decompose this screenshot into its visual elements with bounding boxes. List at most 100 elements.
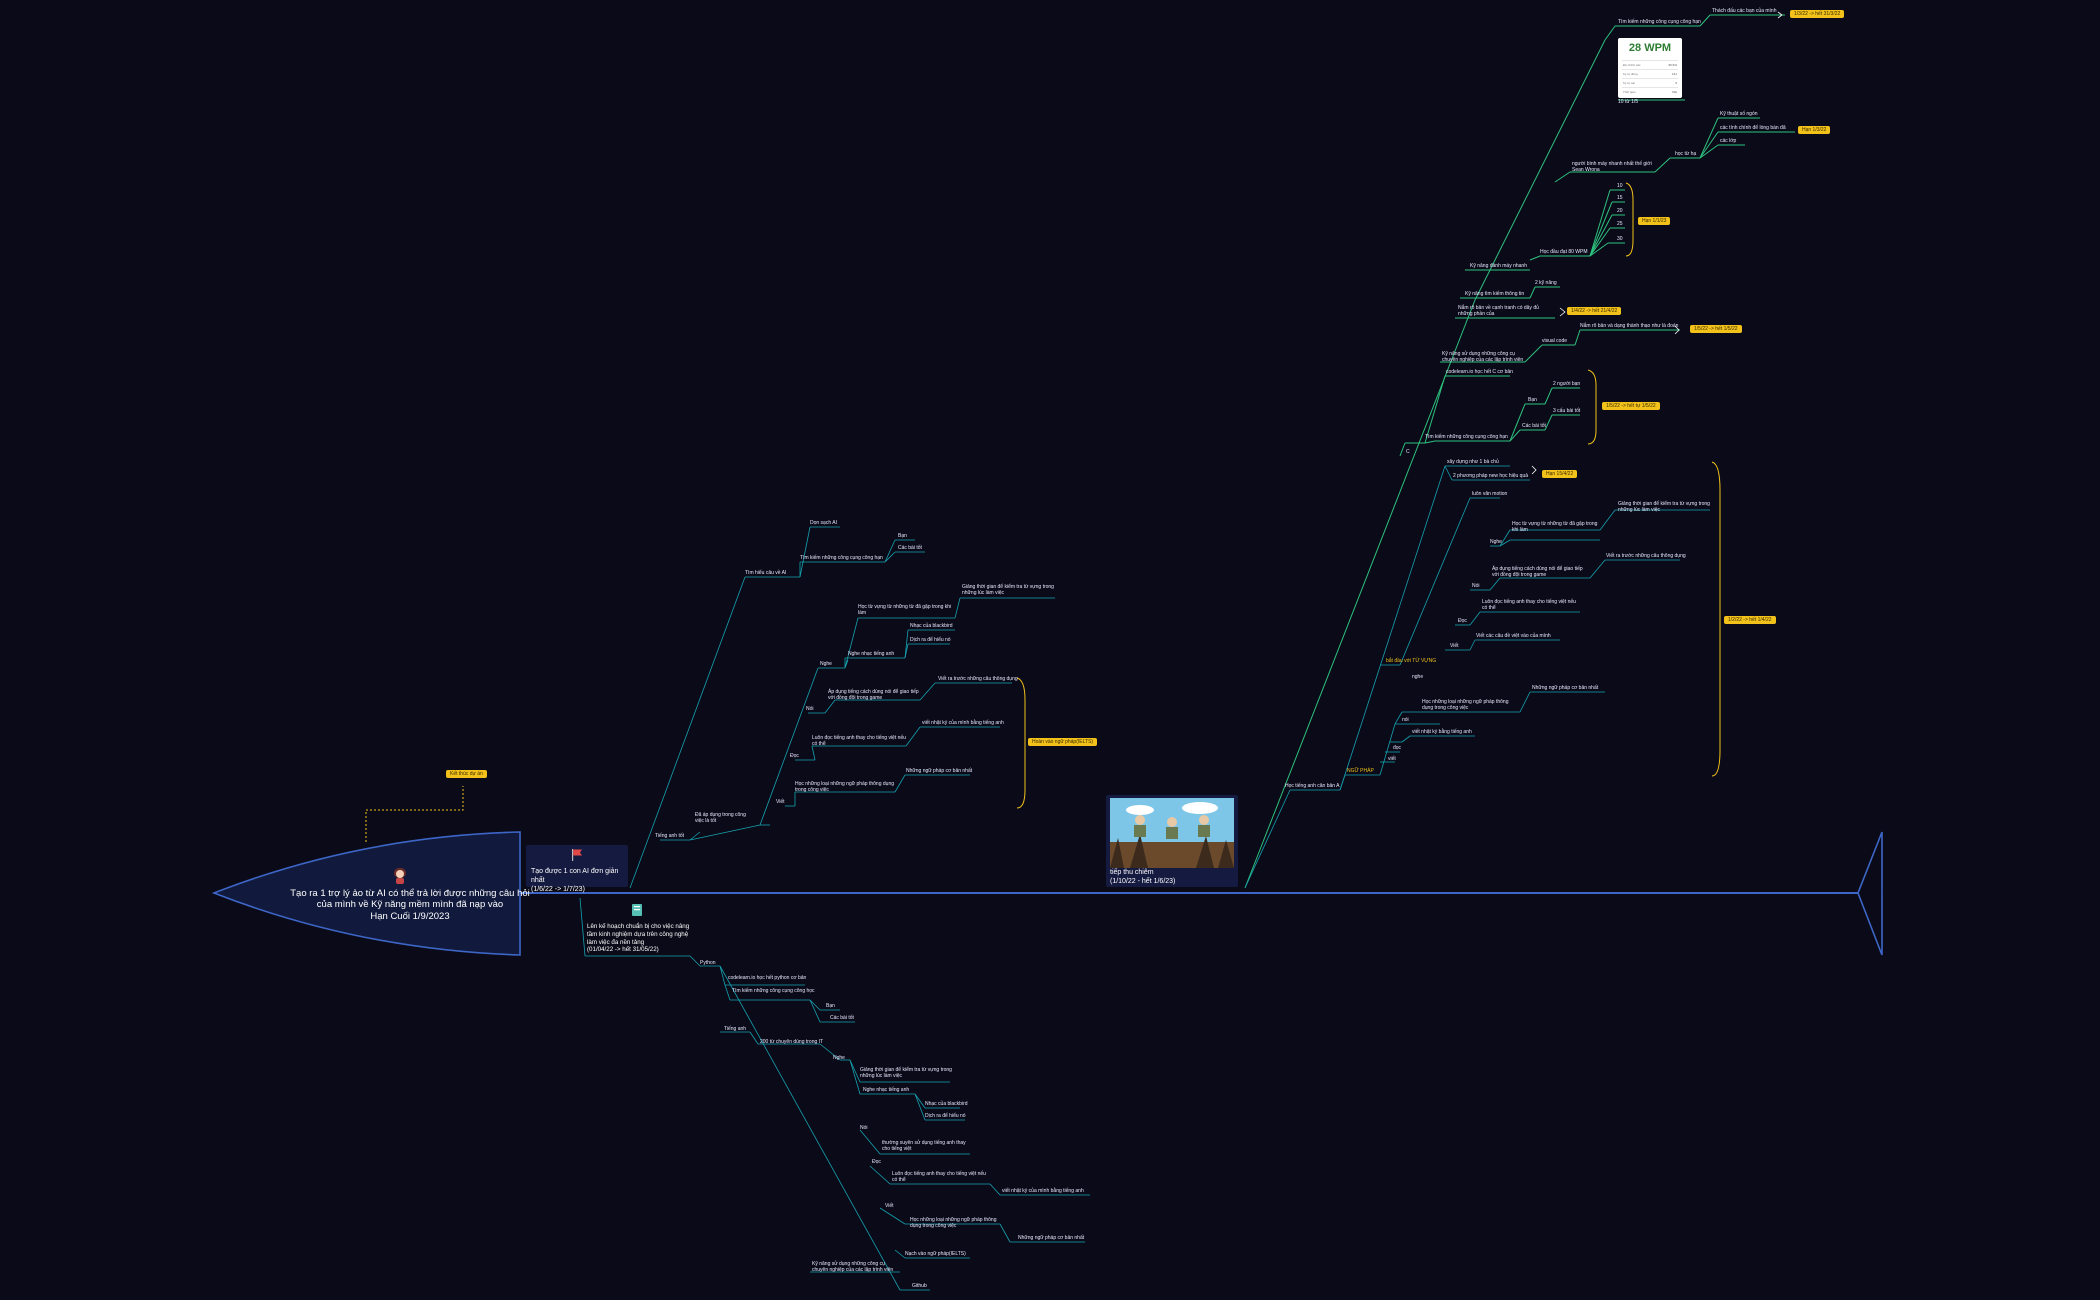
- node-label[interactable]: Nghe: [820, 661, 832, 667]
- node-label[interactable]: Viết: [885, 1203, 894, 1209]
- node-label[interactable]: 25: [1617, 221, 1623, 227]
- node-label[interactable]: Nói: [1472, 583, 1480, 589]
- node-label[interactable]: các tính chính để lòng bàn đã: [1720, 125, 1786, 131]
- node-label[interactable]: Đọc: [790, 753, 799, 759]
- node-label[interactable]: Nhạc của blackbird: [910, 623, 953, 629]
- node-label[interactable]: 10 từ 1/5: [1618, 99, 1639, 105]
- node-label[interactable]: Github: [912, 1283, 927, 1289]
- node-label[interactable]: Viết: [776, 799, 785, 805]
- node-label[interactable]: Luôn đọc tiếng anh thay cho tiếng việt n…: [812, 735, 906, 747]
- date-tag[interactable]: 1/2/22 -> hết 1/4/22: [1724, 616, 1776, 624]
- node-label[interactable]: codelearn.io học hết C cơ bản: [1446, 369, 1513, 375]
- node-label[interactable]: 2 phương pháp new học hiệu quả: [1453, 473, 1529, 479]
- node-label[interactable]: Nạch vào ngữ pháp(IELTS): [905, 1251, 966, 1257]
- node-label[interactable]: đọc: [1393, 745, 1402, 751]
- node-label[interactable]: nghe: [1412, 674, 1424, 680]
- node-label[interactable]: Nghe: [833, 1055, 845, 1061]
- node-label[interactable]: xây dựng như 1 bà chủ: [1447, 459, 1499, 465]
- node-label[interactable]: Học từ vựng từ những từ đã gặp trong khi…: [858, 604, 952, 616]
- category-2-label[interactable]: Lên kế hoạch chuẩn bị cho việc nâng tầm …: [587, 923, 690, 954]
- node-label[interactable]: viết nhật ký của mình bằng tiếng anh: [1002, 1188, 1084, 1194]
- node-label[interactable]: Bạn: [1528, 397, 1537, 403]
- date-tag[interactable]: 1/5/22 -> hết tự 1/5/22: [1602, 402, 1660, 410]
- node-label[interactable]: Python: [700, 960, 716, 966]
- node-label[interactable]: Học tiếng anh căn bản A: [1285, 783, 1340, 789]
- node-label[interactable]: 15: [1617, 195, 1623, 201]
- category-3-label[interactable]: tiếp thu chiêm (1/10/22 - hết 1/6/23): [1110, 869, 1176, 885]
- node-label[interactable]: Những ngữ pháp cơ bản nhất: [1532, 685, 1599, 691]
- node-label[interactable]: Dọn sạch AI: [810, 520, 837, 526]
- node-label[interactable]: 3 cấu bài tốt: [1553, 408, 1581, 414]
- node-label[interactable]: Đã áp dụng trong công việc là tốt: [695, 812, 746, 824]
- node-label[interactable]: Viết: [1450, 643, 1459, 649]
- node-label[interactable]: 2 kỹ năng: [1535, 280, 1557, 286]
- node-label[interactable]: NGỮ PHÁP: [1347, 768, 1374, 774]
- node-label[interactable]: visual code: [1542, 338, 1568, 344]
- node-label[interactable]: Nghe nhạc tiếng anh: [863, 1087, 910, 1093]
- node-label[interactable]: bắt đầu với TỪ VỰNG: [1386, 658, 1437, 664]
- node-label[interactable]: Học đầu đạt 80 WPM: [1540, 249, 1588, 255]
- node-label[interactable]: Giảng thời gian để kiểm tra từ vựng tron…: [860, 1067, 952, 1079]
- node-label[interactable]: học từ hạ: [1675, 151, 1697, 157]
- node-label[interactable]: Tìm kiếm những công cụng công hạn: [1618, 19, 1701, 25]
- date-tag[interactable]: Hạn 15/4/22: [1542, 470, 1578, 478]
- node-label[interactable]: Giảng thời gian để kiểm tra từ vựng tron…: [962, 584, 1054, 596]
- node-label[interactable]: Bạn: [898, 533, 907, 539]
- node-label[interactable]: Tìm kiếm những công cụng công hạn: [1425, 434, 1508, 440]
- category-1-label[interactable]: Tạo được 1 con AI đơn giản nhất (1/6/22 …: [531, 868, 619, 893]
- node-label[interactable]: Viết ra trước những câu thông dụng: [938, 676, 1018, 682]
- node-label[interactable]: Kỹ năng tìm kiếm thông tin: [1465, 291, 1525, 297]
- node-label[interactable]: 2 người bạn: [1553, 381, 1581, 387]
- node-label[interactable]: Các bài tốt: [1522, 423, 1546, 429]
- node-label[interactable]: Nắm rõ bản về cạnh tranh có dây đủ những…: [1458, 305, 1539, 317]
- node-label[interactable]: codelearn.io học hết python cơ bản: [728, 975, 807, 981]
- node-label[interactable]: người bình máy nhanh nhất thế giới Sean …: [1572, 161, 1652, 173]
- node-label[interactable]: Tìm hiểu câu về AI: [745, 570, 787, 576]
- node-label[interactable]: Tìm kiếm những công cụng công học: [732, 988, 815, 994]
- date-tag[interactable]: Hạn 1/1/23: [1638, 217, 1671, 225]
- node-label[interactable]: Học những loại những ngữ pháp thông dụng…: [910, 1217, 997, 1229]
- node-label[interactable]: Kỹ thuật số ngón: [1720, 111, 1758, 117]
- node-label[interactable]: luôn văn motion: [1472, 491, 1508, 497]
- node-label[interactable]: Các bài tốt: [898, 545, 922, 551]
- node-label[interactable]: Viết ra trước những câu thông dụng: [1606, 553, 1686, 559]
- node-label[interactable]: nói: [1402, 717, 1409, 723]
- node-label[interactable]: Bạn: [826, 1003, 835, 1009]
- node-label[interactable]: Các bài tốt: [830, 1015, 854, 1021]
- node-label[interactable]: viết nhật ký bằng tiếng anh: [1412, 729, 1472, 735]
- node-label[interactable]: Tìm kiếm những công cụng công hạn: [800, 555, 883, 561]
- node-label[interactable]: 20: [1617, 208, 1623, 214]
- date-tag[interactable]: Hoàn vào ngữ pháp(IELTS): [1028, 738, 1098, 746]
- node-label[interactable]: thường xuyên sử dụng tiếng anh thay cho …: [882, 1140, 966, 1152]
- node-label[interactable]: Nói: [860, 1125, 868, 1131]
- node-label[interactable]: C: [1406, 449, 1410, 455]
- node-label[interactable]: Dịch ra để hiểu nó: [925, 1113, 966, 1119]
- node-label[interactable]: Học những loại những ngữ pháp thông dụng…: [795, 781, 895, 793]
- node-label[interactable]: Thách đấu các bạn của mình: [1712, 8, 1777, 14]
- node-label[interactable]: Nắm rõ bản và dạng thành thạo như là đoá…: [1580, 323, 1679, 329]
- project-end-callout[interactable]: Kết thúc dự án: [446, 770, 487, 778]
- node-label[interactable]: Nhạc của blackbird: [925, 1101, 968, 1107]
- node-label[interactable]: Tiếng anh tốt: [655, 833, 685, 839]
- node-label[interactable]: Viết các câu đề việt vào của mình: [1476, 633, 1551, 639]
- node-label[interactable]: Luôn đọc tiếng anh thay cho tiếng việt n…: [1482, 599, 1576, 611]
- node-label[interactable]: các lớp: [1720, 138, 1737, 144]
- date-tag[interactable]: Hạn 1/3/22: [1798, 126, 1831, 134]
- node-label[interactable]: Luôn đọc tiếng anh thay cho tiếng việt n…: [892, 1171, 986, 1183]
- node-label[interactable]: Nghe nhạc tiếng anh: [848, 651, 895, 657]
- node-label[interactable]: Nói: [806, 706, 814, 712]
- node-label[interactable]: Kỹ năng đánh máy nhanh: [1470, 263, 1527, 269]
- date-tag[interactable]: 1/4/22 -> hết 21/4/22: [1567, 307, 1622, 315]
- node-label[interactable]: 200 từ chuyên dùng trong IT: [760, 1039, 824, 1045]
- node-label[interactable]: Những ngữ pháp cơ bản nhất: [1018, 1235, 1085, 1241]
- node-label[interactable]: Dịch ra để hiểu nó: [910, 637, 951, 643]
- node-label[interactable]: Đọc: [872, 1159, 881, 1165]
- node-label[interactable]: Giảng thời gian để kiểm tra từ vựng tron…: [1618, 501, 1710, 513]
- node-label[interactable]: Học những loại những ngữ pháp thông dụng…: [1422, 699, 1509, 711]
- node-label[interactable]: Kỹ năng sử dụng những công cụ chuyên ngh…: [812, 1261, 894, 1273]
- date-tag[interactable]: 1/3/22 -> hết 31/3/22: [1790, 10, 1845, 18]
- node-label[interactable]: Kỹ năng sử dụng những công cụ chuyên ngh…: [1442, 351, 1524, 363]
- node-label[interactable]: Áp dụng tiếng cách dùng nói để giao tiếp…: [1492, 566, 1583, 578]
- node-label[interactable]: Tiếng anh: [724, 1026, 747, 1032]
- node-label[interactable]: Nghe: [1490, 539, 1502, 545]
